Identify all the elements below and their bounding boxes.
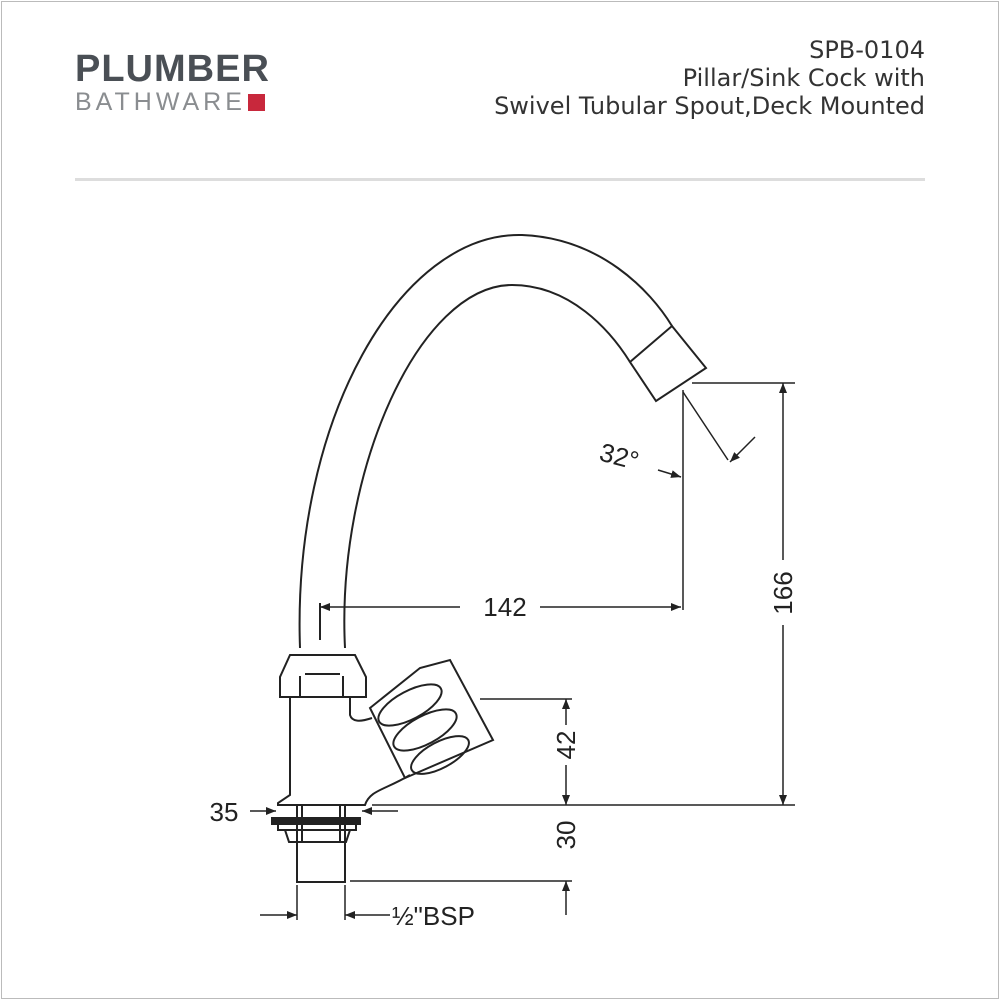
product-name-line2: Swivel Tubular Spout,Deck Mounted [494, 92, 925, 120]
height-label: 166 [768, 571, 798, 614]
base-label: 35 [210, 797, 239, 827]
handle-height-label: 42 [551, 731, 581, 760]
spout-inner [343, 283, 631, 649]
reach-label: 142 [483, 592, 526, 622]
logo-brand: PLUMBER [75, 48, 270, 90]
thread-label: ½"BSP [392, 901, 475, 931]
product-title: SPB-0104 Pillar/Sink Cock with Swivel Tu… [494, 36, 925, 120]
hex-nut [279, 654, 367, 698]
spout-outer [298, 233, 673, 649]
angle-label: 32° [596, 437, 642, 476]
aerator-nozzle [628, 324, 708, 403]
brand-logo: PLUMBER BATHWARE [75, 50, 270, 116]
logo-square-icon [247, 93, 265, 111]
header-divider [75, 178, 925, 181]
valve-body [277, 697, 411, 806]
logo-sub: BATHWARE [75, 88, 246, 116]
product-name-line1: Pillar/Sink Cock with [682, 64, 925, 92]
shank-label: 30 [551, 821, 581, 850]
handle [368, 658, 495, 780]
product-code: SPB-0104 [809, 36, 925, 64]
